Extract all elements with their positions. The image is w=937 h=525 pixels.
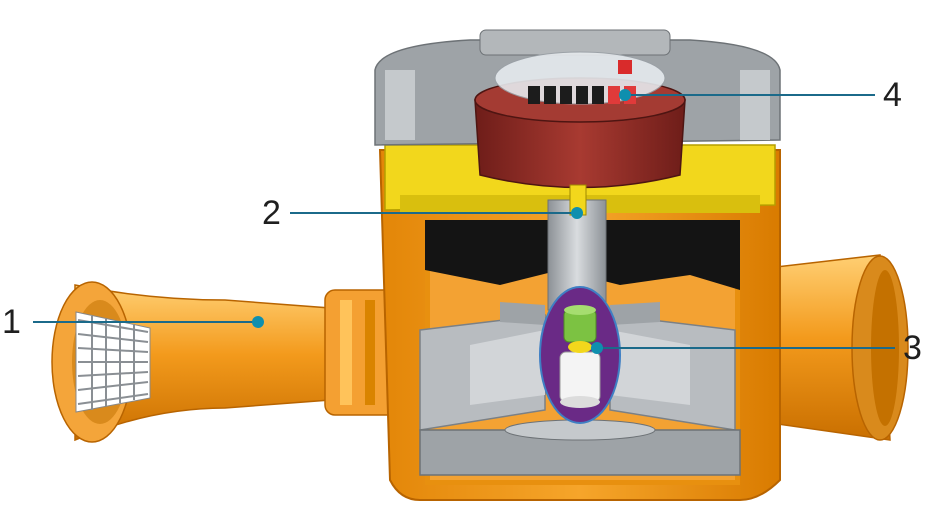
turbine-base [419,419,741,476]
callout-number-2: 2 [262,194,281,232]
register-digits [528,86,636,104]
magnetic-coupling [539,286,621,424]
callout-number-3: 3 [903,329,922,367]
callout-number-1: 1 [2,303,21,341]
register [474,51,686,189]
callout-4-dot [619,89,631,101]
callout-2-dot [571,207,583,219]
callout-1-dot [252,316,264,328]
callout-3-dot [591,342,603,354]
callout-number-4: 4 [883,76,902,114]
inlet-coupling [324,289,401,416]
callout-leaders [33,89,895,354]
turbine-impeller [419,302,736,431]
inlet-strainer [75,311,151,413]
